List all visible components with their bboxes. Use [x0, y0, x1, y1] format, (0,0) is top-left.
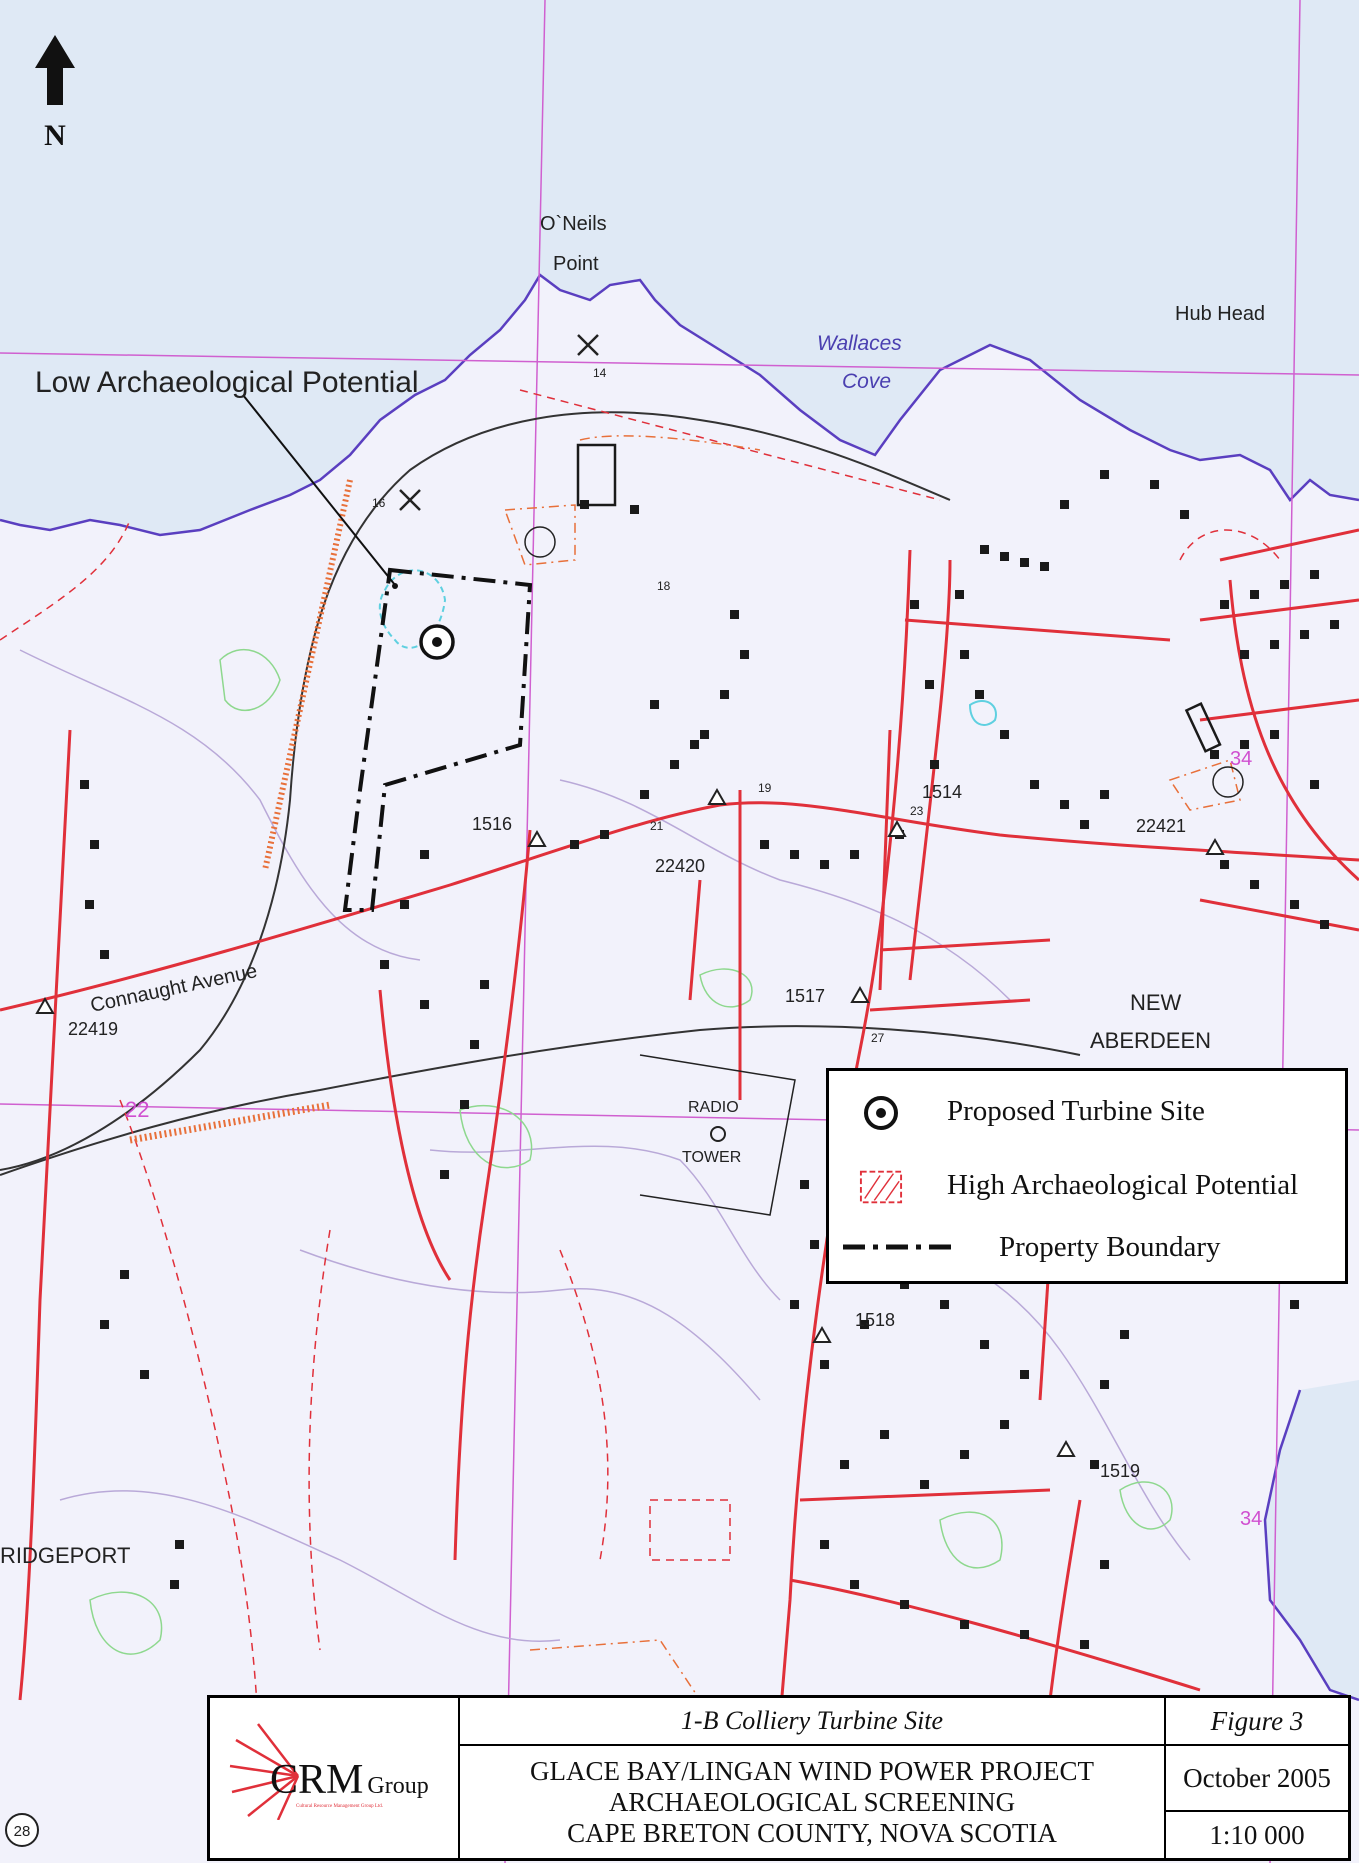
logo-group-text: Group: [367, 1773, 429, 1799]
project-line-1: GLACE BAY/LINGAN WIND POWER PROJECT: [529, 1755, 1094, 1786]
place-label-hub-head: Hub Head: [1175, 303, 1265, 325]
place-label-wallaces: Wallaces: [817, 332, 902, 355]
spot-label: 23: [910, 804, 924, 818]
logo-main-text: CRM: [270, 1757, 364, 1803]
spot-label: 1519: [1100, 1461, 1140, 1481]
legend-turbine-label: Proposed Turbine Site: [947, 1095, 1205, 1127]
spot-label: 1516: [472, 814, 512, 834]
place-label-bridgeport: RIDGEPORT: [0, 1543, 130, 1568]
coastline: [0, 273, 1359, 537]
logo-subtitle: Cultural Resource Management Group Ltd.: [296, 1804, 384, 1809]
orange-boundaries: [503, 435, 1241, 1701]
spot-label: 27: [871, 1031, 885, 1045]
spot-label: 1518: [855, 1310, 895, 1330]
project-line-2: ARCHAEOLOGICAL SCREENING: [608, 1786, 1016, 1817]
legend-hatch-icon: [859, 1167, 903, 1207]
map-date: October 2005: [1183, 1762, 1331, 1793]
project-description: GLACE BAY/LINGAN WIND POWER PROJECT ARCH…: [460, 1746, 1164, 1858]
spot-label: 19: [758, 781, 772, 795]
low-potential-annotation: Low Archaeological Potential: [35, 366, 419, 399]
map-legend: Proposed Turbine Site High Archaeologica…: [826, 1068, 1348, 1284]
spot-label: 18: [657, 579, 671, 593]
roads: [0, 528, 1359, 1721]
project-line-3: CAPE BRETON COUNTY, NOVA SCOTIA: [567, 1817, 1057, 1848]
place-label-aberdeen: ABERDEEN: [1090, 1028, 1211, 1053]
mine-symbol-icon: [399, 334, 599, 511]
legend-boundary-label: Property Boundary: [999, 1231, 1221, 1263]
high-potential-areas: [129, 479, 353, 1144]
vegetation: [89, 649, 1173, 1655]
site-name: 1-B Colliery Turbine Site: [680, 1706, 944, 1735]
grid-label: 34: [1240, 1508, 1262, 1530]
annotation-leader-line: [242, 394, 396, 586]
railway: [0, 411, 1081, 1176]
survey-marker-icon: [35, 787, 1225, 1457]
building-outlines: [576, 443, 1222, 753]
spot-label: 22421: [1136, 816, 1186, 836]
spot-label: 22420: [655, 856, 705, 876]
route-number: 28: [14, 1823, 31, 1840]
place-label-radio: RADIO: [688, 1099, 739, 1116]
radio-tower-icon: [710, 1126, 726, 1142]
proposed-turbine-icon: [419, 624, 455, 660]
radio-tower-enclosure: [639, 1054, 796, 1216]
grid-label: 22: [125, 1097, 149, 1122]
legend-turbine-icon: [859, 1093, 903, 1133]
place-label-cove: Cove: [842, 370, 891, 393]
route-shield-icon: [5, 1813, 39, 1847]
crm-logo-rays-icon: [229, 1723, 300, 1820]
figure-number: Figure 3: [1210, 1705, 1304, 1736]
grid-label: 34: [1230, 748, 1252, 770]
spot-label: 14: [593, 366, 607, 380]
spot-label: 22419: [68, 1019, 118, 1039]
water-area-east: [1265, 1380, 1359, 1700]
north-arrow-icon: [35, 35, 75, 105]
legend-boundary-icon: [843, 1227, 953, 1267]
spot-label: 21: [650, 819, 664, 833]
car-symbol-icon: [524, 526, 1244, 798]
spot-label: 1517: [785, 986, 825, 1006]
legend-high-potential-label: High Archaeological Potential: [947, 1169, 1299, 1201]
property-boundary: [342, 567, 533, 912]
map-scale: 1:10 000: [1209, 1819, 1305, 1850]
annotation-leader-dot: [392, 583, 398, 589]
water-area: [0, 0, 1359, 535]
spot-label: 16: [372, 496, 386, 510]
coastline-east: [1263, 1389, 1359, 1702]
place-label-new: NEW: [1130, 990, 1182, 1015]
spot-label: 1514: [922, 782, 962, 802]
trails: [0, 389, 1281, 1801]
place-label-oneils: O`Neils: [540, 213, 607, 235]
place-label-tower: TOWER: [682, 1149, 741, 1166]
north-arrow-label: N: [44, 119, 66, 152]
place-label-point: Point: [553, 253, 599, 275]
